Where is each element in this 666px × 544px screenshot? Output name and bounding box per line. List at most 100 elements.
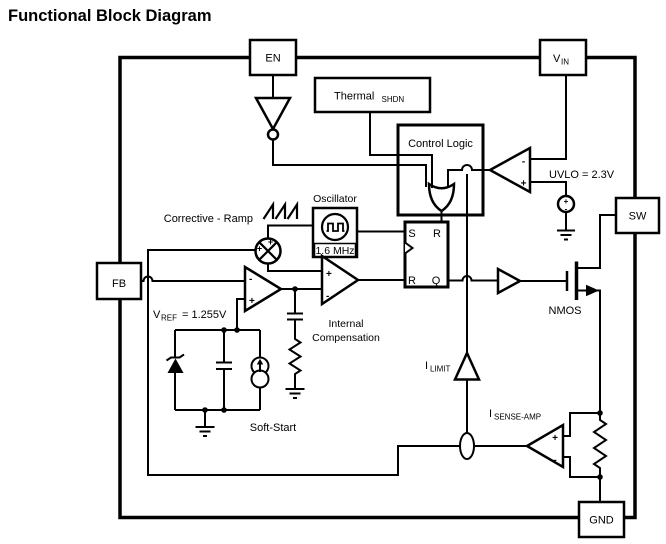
source-minus-sign: - <box>565 205 568 214</box>
flip-flop-box <box>403 220 450 289</box>
uvlo-minus-sign: - <box>522 157 525 168</box>
ff-clock-caret-icon <box>404 241 415 255</box>
current-source-circle-bottom <box>250 369 270 389</box>
uvlo-reference-source: + - <box>556 194 576 241</box>
internal-compensation-label: Internal Compensation <box>312 318 380 344</box>
corrective-ramp-label: Corrective - Ramp <box>164 213 253 225</box>
soft-start-ground-icon <box>195 410 215 437</box>
wire-ffq-to-driver <box>448 275 498 282</box>
isense-label-sub: SENSE-AMP <box>494 413 541 422</box>
pin-box-fb <box>95 261 143 301</box>
sense-resistor <box>592 413 608 502</box>
error-amp-minus: - <box>249 274 252 285</box>
ilimit-label-sub: LIMIT <box>430 365 451 374</box>
nmos-source-to-sense <box>576 289 601 413</box>
pwm-triangle <box>320 253 361 307</box>
current-source-arrow-head <box>256 358 264 365</box>
nmos-transistor: NMOS <box>549 214 616 413</box>
osc-freq-label: 1.6 MHz <box>315 245 354 257</box>
wire-senseamp-plus <box>563 412 600 437</box>
summer-plus-top: + <box>268 237 273 247</box>
wire-fb-to-erroramp <box>141 275 245 282</box>
soft-start-network: Soft-Start <box>165 329 296 437</box>
ff-s-label: S <box>408 228 415 240</box>
node-softstart-top-ref <box>234 327 240 333</box>
sense-amplifier: I SENSE-AMP + - <box>489 408 565 470</box>
pin-label-sw: SW <box>629 211 647 223</box>
wire-inverter-to-orgate <box>272 140 427 187</box>
vref-value: = 1.255V <box>182 309 227 321</box>
nmos-drain-to-sw <box>576 214 616 269</box>
node-softstart-bot-cap <box>221 407 227 413</box>
summing-junction: + + <box>254 237 282 265</box>
summer-x-icon <box>258 241 278 261</box>
pin-box-sw <box>614 196 661 235</box>
pwm-comparator: + - <box>320 253 361 307</box>
soft-start-rails <box>175 329 260 411</box>
uvlo-triangle <box>487 145 532 195</box>
uvlo-comparator: - + UVLO = 2.3V <box>487 145 615 195</box>
wire-uvlo-plus-to-ref <box>530 181 567 196</box>
thermal-label: Thermal <box>334 91 374 103</box>
sawtooth-wave-icon <box>262 200 299 220</box>
error-amp-plus: + <box>249 296 255 307</box>
node-softstart-top-cap <box>221 327 227 333</box>
thermal-box <box>313 76 432 114</box>
ilimit-comparator: I LIMIT <box>425 349 481 381</box>
pwm-minus: - <box>326 291 329 302</box>
vref-label: V REF = 1.255V <box>153 309 227 323</box>
error-amp-triangle <box>243 264 284 314</box>
node-sense-top <box>597 410 603 416</box>
node-sense-bottom <box>597 474 603 480</box>
square-wave-icon <box>326 222 345 232</box>
soft-start-capacitor <box>216 330 232 410</box>
or-gate <box>427 181 456 213</box>
wire-vref-to-erroramp-plus <box>236 298 245 330</box>
ff-r-bot-label: R <box>408 275 416 287</box>
pin-label-vin: V <box>553 53 561 65</box>
compensation-capacitor <box>287 312 303 321</box>
compensation-resistor <box>287 320 303 389</box>
pwm-plus: + <box>326 269 332 280</box>
ilimit-triangle <box>453 349 481 381</box>
soft-start-label: Soft-Start <box>250 422 296 434</box>
pin-box-vin <box>538 38 588 77</box>
ff-q-label: Q <box>432 275 441 287</box>
wire-senseamp-minus <box>563 456 600 478</box>
nmos-label: NMOS <box>549 305 582 317</box>
pin-label-vin-sub: IN <box>561 58 569 67</box>
wire-feedback-to-summer <box>147 249 460 476</box>
thermal-shutdown-block: Thermal SHDN <box>313 76 432 114</box>
vref-sub: REF <box>161 314 177 323</box>
uvlo-plus-sign: + <box>521 179 527 190</box>
wire-thermal-to-orgate <box>369 112 433 188</box>
ff-r-top-label: R <box>433 228 441 240</box>
zener-cathode-bar <box>165 353 185 362</box>
crossover-oval-icon <box>459 432 475 460</box>
source-plus-sign: + <box>564 197 569 206</box>
oscillator-label: Oscillator <box>313 193 357 205</box>
corrective-ramp: Corrective - Ramp <box>164 200 299 225</box>
flip-flop: S R R Q <box>403 220 450 289</box>
pin-label-en: EN <box>265 53 280 65</box>
uvlo-ground-icon <box>557 212 575 241</box>
vref-main: V <box>153 309 161 321</box>
zener-diode-icon <box>167 358 184 373</box>
isense-label: I <box>489 408 492 420</box>
wire-vin-to-uvlo-minus <box>530 75 567 160</box>
inverter-bubble <box>266 128 280 141</box>
error-amplifier: - + <box>243 264 284 314</box>
summer-plus-left: + <box>257 244 262 254</box>
internal-comp-line1: Internal <box>328 318 363 330</box>
oscillator-circle-icon <box>320 212 350 242</box>
node-erroramp-out <box>292 286 298 292</box>
wires <box>141 75 600 478</box>
sense-amp-triangle <box>524 422 565 470</box>
osc-freq-box <box>313 242 357 258</box>
internal-comp-line2: Compensation <box>312 332 380 344</box>
pin-box-gnd <box>577 500 626 539</box>
sense-amp-minus: - <box>553 455 556 466</box>
control-logic-label: Control Logic <box>408 138 473 150</box>
